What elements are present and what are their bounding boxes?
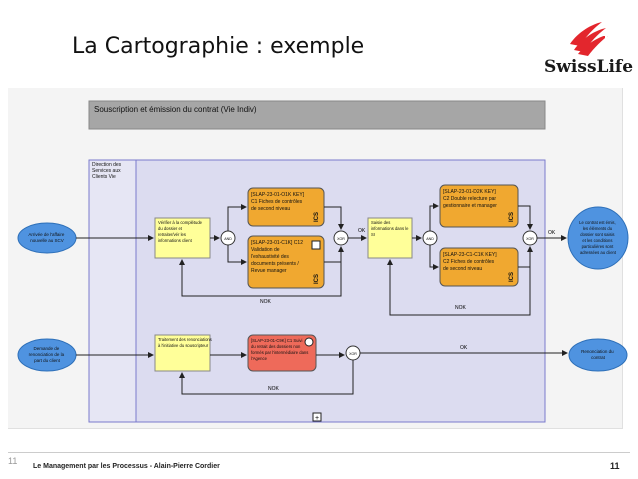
magnifier-icon (304, 337, 314, 347)
end-event-renunciation (568, 338, 628, 372)
start-event-new-business-label: Arrivée de l'affaire nouvelle au SCV (28, 232, 65, 243)
gateway-and-1: AND (220, 230, 236, 246)
ics-tag: ICS (509, 212, 515, 222)
swimlane-label: Direction des Services aux Clients Vie (92, 162, 123, 180)
checkbox-icon (311, 240, 321, 250)
process-header-text: Souscription et émission du contrat (Vie… (94, 105, 257, 114)
svg-text:AND: AND (224, 237, 232, 241)
logo-ribbon-icon (570, 22, 610, 56)
svg-text:XOR: XOR (337, 237, 345, 241)
flow-label-nok: NOK (260, 299, 272, 305)
flow-label-ok: OK (548, 230, 556, 236)
svg-text:AND: AND (426, 237, 434, 241)
task-handle-renunciation-label: Traitement des renonciations à l'initiat… (158, 337, 213, 348)
end-event-contract-issued-label: Le contrat est émis, les éléments du dos… (579, 220, 617, 255)
gateway-xor-2: XOR (522, 230, 538, 246)
control-c12-validation-label: [SLAP-23-01-C1K] C12 Validation de l'exh… (251, 240, 304, 274)
gateway-xor-1: XOR (333, 230, 349, 246)
flow-label-ok: OK (460, 345, 468, 351)
gateway-xor-3: XOR (345, 345, 361, 361)
brand-name: SwissLife (544, 57, 634, 77)
control-c1-follow-up (247, 334, 317, 372)
control-c1-fiches-label: [SLAP-23-01-O1K KEY] C1 Fiches de contrô… (251, 192, 305, 212)
flow-label-nok: NOK (455, 305, 467, 311)
end-event-renunciation-label: Renonciation du contrat (581, 349, 615, 360)
page-number-right: 11 (610, 461, 620, 471)
control-c1-follow-up-label: [SLAP-23-01-C9K] C1 Suivi du retrait des… (251, 338, 310, 361)
task-data-entry (367, 217, 413, 259)
start-event-renunciation-label: Demande de renonciation de la part du cl… (29, 346, 66, 363)
svg-text:XOR: XOR (349, 352, 357, 356)
expand-marker-text: + (315, 415, 319, 422)
swisslife-logo: SwissLife (544, 20, 634, 80)
gateway-and-2: AND (422, 230, 438, 246)
task-data-entry-label: Saisie des informations dans le SI (371, 220, 410, 237)
process-header (88, 100, 546, 130)
footer-divider (8, 452, 630, 453)
task-verify-completeness-label: Vérifier à la complétude du dossier et r… (158, 220, 203, 243)
control-c2-double-review-label: [SLAP-23-01-D2K KEY] C2 Double relecture… (443, 189, 497, 209)
footer-text: Le Management par les Processus - Alain-… (33, 463, 220, 470)
flow-label-nok: NOK (268, 386, 280, 392)
control-c2-fiches-label: [SLAP-23-C1-C1K KEY] C2 Fiches de contrô… (443, 252, 498, 272)
svg-text:XOR: XOR (526, 237, 534, 241)
swimlane-label-box (88, 159, 137, 423)
page-number-left: 11 (8, 456, 18, 466)
ics-tag: ICS (509, 272, 515, 282)
task-handle-renunciation (154, 334, 211, 372)
flow-label-ok: OK (358, 228, 366, 234)
ics-tag: ICS (314, 274, 320, 284)
ics-tag: ICS (314, 212, 320, 222)
expand-marker-icon[interactable] (312, 412, 322, 422)
slide-title: La Cartographie : exemple (72, 34, 365, 59)
sequence-flows (76, 203, 568, 395)
end-event-contract-issued (567, 206, 629, 270)
